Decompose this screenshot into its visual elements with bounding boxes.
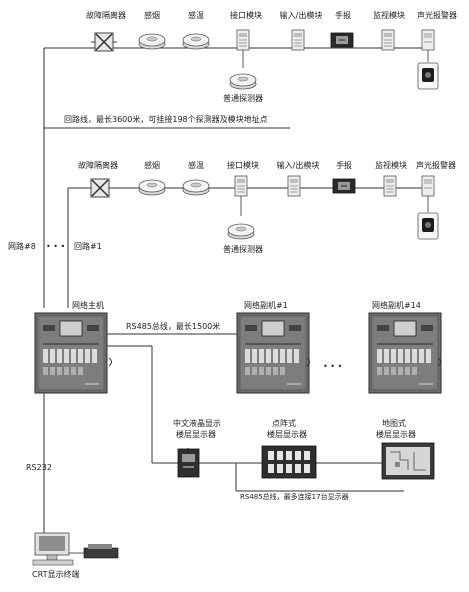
smoke-detector-icon <box>138 33 166 50</box>
io-module-icon <box>287 175 301 197</box>
main-panel <box>34 312 108 394</box>
map-display-line-1: 地图式 <box>382 418 406 428</box>
loop-note: 回路线，最长3600米，可挂接198个探测器及模块地址点 <box>64 114 268 124</box>
alarm-label: 声光报警器 <box>417 10 457 20</box>
interface-module-icon <box>236 29 250 51</box>
loop-row-1: 故障隔离器 感烟 感温 接口模块 输入/出模块 手报 监视模块 声光报警器 普通… <box>43 10 457 308</box>
detector-label: 普通探测器 <box>223 93 263 103</box>
dot-display-line-2: 楼层显示器 <box>267 429 307 439</box>
isolator-icon <box>86 178 114 198</box>
isolator-icon <box>90 32 118 52</box>
main-panel-label: 网络主机 <box>72 300 104 310</box>
ordinary-detector-icon <box>229 73 257 90</box>
chinese-display-label: 中文液晶显示 楼层显示器 <box>173 418 224 439</box>
rs485-network-label: RS485总线，最长1500米 <box>126 321 220 331</box>
dot-matrix-display-icon <box>261 445 317 479</box>
pc-terminal-icon <box>32 532 74 566</box>
monitor-label: 监视模块 <box>373 10 405 20</box>
chinese-lcd-display-icon <box>177 448 200 478</box>
manual-call-point-icon <box>332 178 356 194</box>
map-display-line-2: 楼层显示器 <box>376 429 416 439</box>
loop-8-label: 网路#8 <box>8 241 36 251</box>
manual-call-point-icon <box>330 32 354 48</box>
horn-strobe-icon <box>417 212 439 240</box>
printer-icon <box>83 544 119 559</box>
ordinary-detector-icon <box>227 223 255 240</box>
monitor-module-icon <box>383 175 397 197</box>
alarm-module-icon <box>421 175 435 197</box>
io-module-icon <box>291 29 305 51</box>
pc-label: CRT显示终端 <box>32 569 79 579</box>
sub-panel-1-label: 网络副机#1 <box>244 300 288 310</box>
alarm-module-icon <box>421 29 435 51</box>
horn-strobe-icon <box>417 62 439 90</box>
isolator-label: 故障隔离器 <box>78 160 118 170</box>
isolator-label: 故障隔离器 <box>86 10 126 20</box>
map-display-icon <box>381 442 435 480</box>
loop-dots: • • • <box>46 242 65 251</box>
sub-panel-14-label: 网络副机#14 <box>372 300 421 310</box>
rs232-label: RS232 <box>26 463 52 472</box>
chinese-display-line-2: 楼层显示器 <box>176 429 216 439</box>
io-label: 输入/出模块 <box>277 160 320 170</box>
loop-1-label: 回路#1 <box>74 241 102 251</box>
rs485-floor-label: RS485总线，最多连接17台显示器 <box>240 492 349 501</box>
heat-label: 感温 <box>188 160 204 170</box>
io-label: 输入/出模块 <box>280 10 323 20</box>
monitor-module-icon <box>381 29 395 51</box>
heat-detector-icon <box>182 179 210 196</box>
sub-panel-14 <box>368 312 442 394</box>
dot-display-label: 点阵式 楼层显示器 <box>267 418 307 439</box>
interface-module-icon <box>234 175 248 197</box>
smoke-detector-icon <box>138 179 166 196</box>
heat-detector-icon <box>182 33 210 50</box>
sub-panel-1 <box>236 312 310 394</box>
interface-label: 接口模块 <box>230 10 262 20</box>
chinese-display-line-1: 中文液晶显示 <box>173 418 221 428</box>
manual-label: 手报 <box>335 10 351 20</box>
monitor-label: 监视模块 <box>375 160 407 170</box>
manual-label: 手报 <box>336 160 352 170</box>
dot-display-line-1: 点阵式 <box>272 418 296 428</box>
interface-label: 接口模块 <box>227 160 259 170</box>
panel-ellipsis: • • • <box>323 362 342 371</box>
smoke-label: 感烟 <box>144 10 160 20</box>
smoke-label: 感烟 <box>144 160 160 170</box>
loop-row-2: 故障隔离器 感烟 感温 接口模块 输入/出模块 手报 监视模块 声光报警器 普通… <box>67 160 456 308</box>
map-display-label: 地图式 楼层显示器 <box>376 418 416 439</box>
alarm-label: 声光报警器 <box>416 160 456 170</box>
heat-label: 感温 <box>188 10 204 20</box>
detector-label: 普通探测器 <box>223 244 263 254</box>
